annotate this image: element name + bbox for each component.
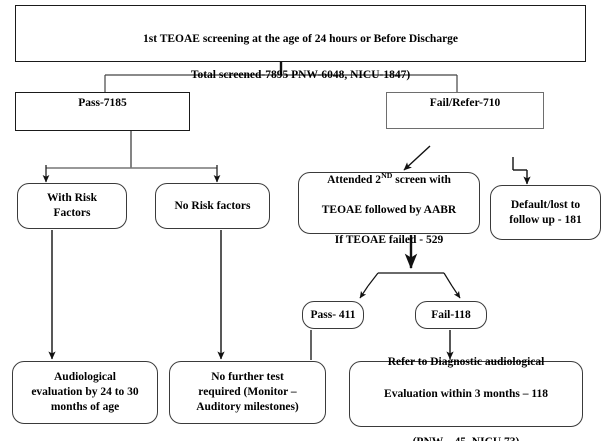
with-risk-label: With Risk Factors xyxy=(47,192,97,219)
pass-second-label: Pass- 411 xyxy=(310,309,356,321)
screening-line-1: 1st TEOAE screening at the age of 24 hou… xyxy=(142,33,459,45)
second-screen-line-3: If TEOAE failed - 529 xyxy=(334,234,444,246)
refer-diagnostic-line-1: Refer to Diagnostic audiological xyxy=(387,356,545,368)
node-default-lost-followup: Default/lost to follow up - 181 xyxy=(490,185,601,240)
second-screen-line-1-post: screen with xyxy=(392,174,451,186)
no-further-test-label: No further test required (Monitor – Audi… xyxy=(196,371,299,413)
audiological-eval-label: Audiological evaluation by 24 to 30 mont… xyxy=(31,371,139,413)
default-lost-label: Default/lost to follow up - 181 xyxy=(509,198,582,226)
second-screen-ordinal-suffix: ND xyxy=(381,171,393,181)
fail-second-label: Fail-118 xyxy=(431,309,471,321)
fail-refer-first-label: Fail/Refer-710 xyxy=(429,97,501,109)
node-refer-diagnostic: Refer to Diagnostic audiological Evaluat… xyxy=(349,356,583,441)
node-audiological-evaluation: Audiological evaluation by 24 to 30 mont… xyxy=(12,361,158,424)
refer-diagnostic-line-2: Evaluation within 3 months – 118 xyxy=(384,388,548,400)
refer-diagnostic-line-3: (PNW – 45, NICU 73) xyxy=(413,436,520,441)
node-attended-second-screen: Attended 2ND screen with TEOAE followed … xyxy=(298,171,480,246)
second-screen-line-2: TEOAE followed by AABR xyxy=(321,204,457,216)
screening-line-2: Total screened-7895 PNW-6048, NICU-1847) xyxy=(190,69,411,81)
node-no-risk-factors: No Risk factors xyxy=(155,183,270,229)
no-risk-label: No Risk factors xyxy=(174,199,251,212)
node-with-risk-factors: With Risk Factors xyxy=(17,183,127,229)
node-pass-second-screen: Pass- 411 xyxy=(302,301,364,329)
node-no-further-test: No further test required (Monitor – Audi… xyxy=(169,361,326,424)
node-fail-refer-first-screen: Fail/Refer-710 xyxy=(386,92,544,129)
second-screen-line-1-pre: Attended 2 xyxy=(327,174,382,186)
node-initial-screening: 1st TEOAE screening at the age of 24 hou… xyxy=(15,5,586,81)
node-pass-first-screen: Pass-7185 xyxy=(15,92,190,131)
pass-first-label: Pass-7185 xyxy=(78,97,127,109)
node-fail-second-screen: Fail-118 xyxy=(415,301,487,329)
